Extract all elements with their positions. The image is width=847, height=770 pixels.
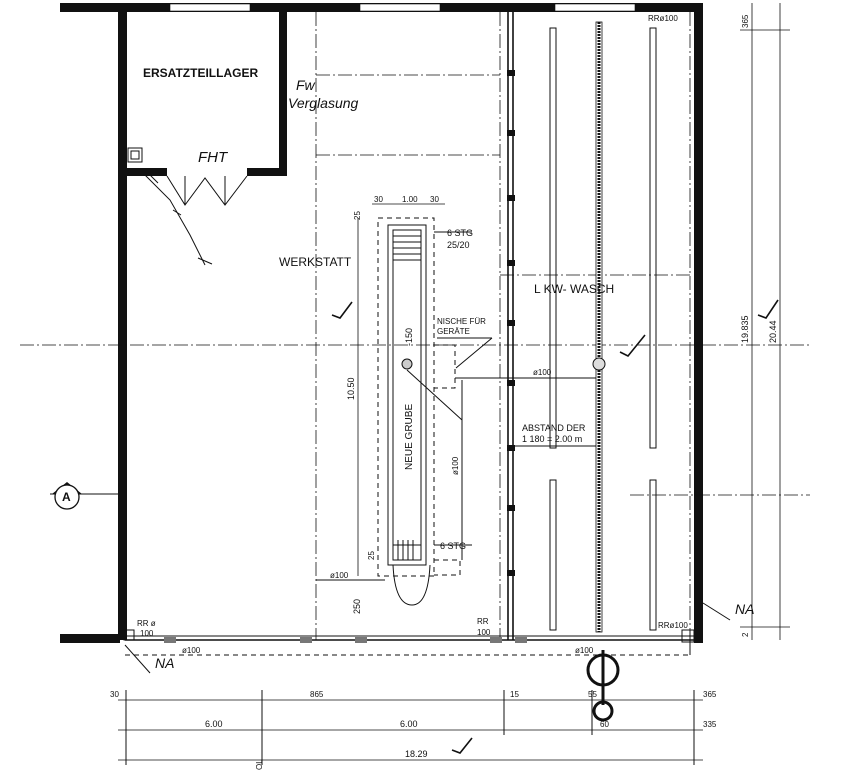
check-marks xyxy=(331,299,779,754)
na-markers: NA NA xyxy=(124,601,754,674)
stair-top-ratio: 25/20 xyxy=(447,240,470,250)
dim-b-30: 30 xyxy=(110,690,119,699)
dim-b-365: 365 xyxy=(703,690,717,699)
dim-b-15: 15 xyxy=(510,690,519,699)
section-letter: A xyxy=(62,490,71,504)
pit-dim-30b: 30 xyxy=(430,195,439,204)
drain-symbol xyxy=(592,357,606,371)
diagonal-pipe xyxy=(139,169,213,266)
wash-spacing-1: ABSTAND DER xyxy=(522,423,586,433)
stair-top-label: 6 STG xyxy=(447,228,473,238)
right-dimensions: 365 19.835 20.44 2 xyxy=(740,3,790,640)
spare-parts-room: ERSATZTEILLAGER FHT Fw Verglasung xyxy=(127,3,359,206)
na-left: NA xyxy=(155,655,174,671)
na-right: NA xyxy=(735,601,754,617)
bottom-dimensions: 30 865 15 55 365 6.00 6.00 60 335 18.29 … xyxy=(110,690,717,770)
pipe-runs: ø100 ø100 ø100 ø100 RRø100 RRø100 RR ø 1… xyxy=(123,14,695,656)
dim-right-2044: 20.44 xyxy=(768,320,778,343)
pipe-100-b: ø100 xyxy=(330,571,349,580)
truck-wash-label: L KW- WASCH xyxy=(534,282,614,296)
stair-bottom-label: 6 STG xyxy=(440,541,466,551)
pit-level: -150 xyxy=(404,328,414,346)
annotation-circles xyxy=(586,650,620,722)
dim-right-2: 2 xyxy=(741,632,750,637)
rr-mid-2: 100 xyxy=(477,628,491,637)
dim-b-60: 60 xyxy=(600,720,609,729)
outer-walls xyxy=(60,3,703,643)
glazing-label-1: Fw xyxy=(296,77,316,93)
grid-lines xyxy=(20,12,810,640)
rr-left-2: 100 xyxy=(140,629,154,638)
dim-b-865: 865 xyxy=(310,690,324,699)
new-pit: NEUE GRUBE -150 6 STG 25/20 6 STG NISCHE… xyxy=(346,195,493,614)
dim-b-ol: OL xyxy=(255,759,264,770)
pit-pipe-100: ø100 xyxy=(451,456,460,475)
rr-left-1: RR ø xyxy=(137,619,156,628)
glazing-label-2: Verglasung xyxy=(288,95,359,111)
spare-parts-label: ERSATZTEILLAGER xyxy=(143,66,258,80)
dim-b-335: 335 xyxy=(703,720,717,729)
pit-dim-250: 250 xyxy=(352,599,362,614)
wash-partition xyxy=(507,12,515,640)
section-marker-a: A xyxy=(50,482,118,510)
niche-label-1: NISCHE FÜR xyxy=(437,317,486,326)
pit-dim-30: 30 xyxy=(374,195,383,204)
rr-right-bottom: RRø100 xyxy=(658,621,688,630)
dim-b-600-a: 6.00 xyxy=(205,719,223,729)
dim-b-55: 55 xyxy=(588,690,597,699)
niche-label-2: GERÄTE xyxy=(437,327,470,336)
wash-spacing-2: 1 180 = 2.00 m xyxy=(522,434,582,444)
pipe-100-a: ø100 xyxy=(533,368,552,377)
fht-label: FHT xyxy=(198,149,229,166)
truck-wash: L KW- WASCH ABSTAND DER 1 180 = 2.00 m xyxy=(513,21,657,633)
dim-right-365: 365 xyxy=(741,14,750,28)
rr-top: RRø100 xyxy=(648,14,678,23)
dim-b-600-b: 6.00 xyxy=(400,719,418,729)
dim-b-1829: 18.29 xyxy=(405,749,428,759)
workshop-label: WERKSTATT xyxy=(279,255,352,269)
pit-label: NEUE GRUBE xyxy=(404,404,415,470)
pit-dim-25-top: 25 xyxy=(353,211,362,220)
pipe-100-c: ø100 xyxy=(182,646,201,655)
rr-mid-1: RR xyxy=(477,617,489,626)
pit-dim-100: 1.00 xyxy=(402,195,418,204)
pit-length: 10.50 xyxy=(346,377,356,400)
pit-dim-25-bottom: 25 xyxy=(367,551,376,560)
dim-right-19835: 19.835 xyxy=(740,315,750,343)
pipe-100-d: ø100 xyxy=(575,646,594,655)
